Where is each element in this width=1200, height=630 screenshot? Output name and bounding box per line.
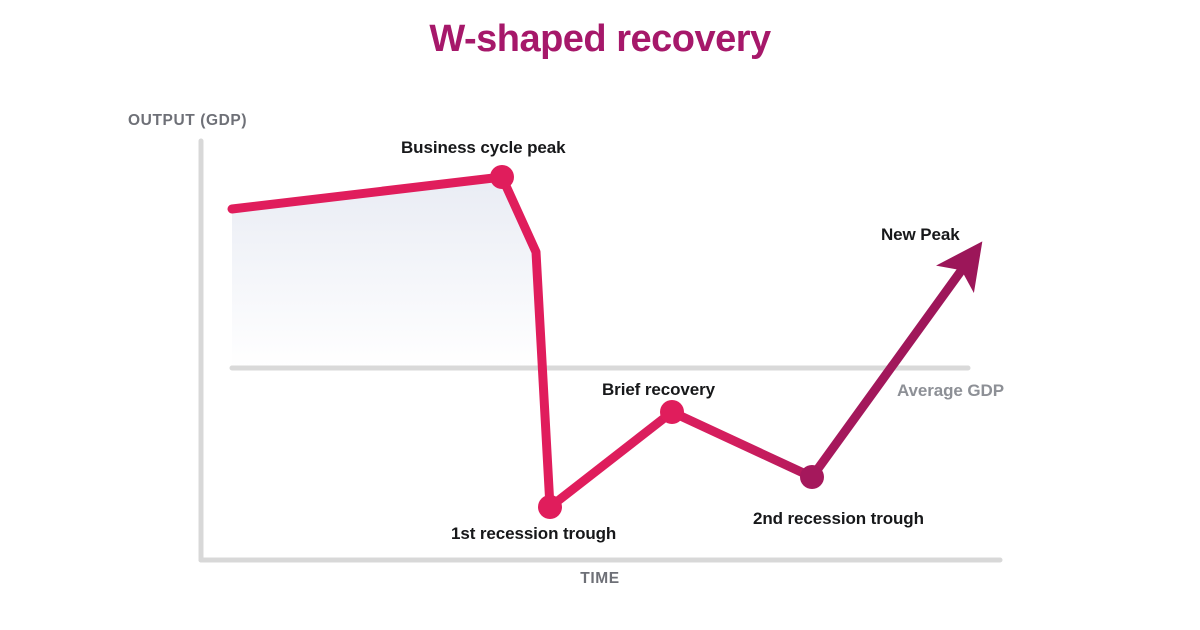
area-fill-gradient: [232, 177, 536, 368]
annotation-second-recession-trough: 2nd recession trough: [753, 509, 924, 528]
annotation-average-gdp: Average GDP: [897, 381, 1004, 400]
annotation-new-peak: New Peak: [881, 225, 960, 244]
data-point-business-cycle-peak[interactable]: [490, 165, 514, 189]
data-point-second-recession-trough[interactable]: [800, 465, 824, 489]
data-point-first-recession-trough[interactable]: [538, 495, 562, 519]
page-title: W-shaped recovery: [429, 18, 771, 60]
data-point-brief-recovery[interactable]: [660, 400, 684, 424]
annotation-first-recession-trough: 1st recession trough: [451, 524, 617, 543]
annotation-brief-recovery: Brief recovery: [602, 380, 715, 399]
x-axis-title: TIME: [580, 570, 620, 587]
y-axis-title: OUTPUT (GDP): [128, 112, 248, 129]
annotation-business-cycle-peak: Business cycle peak: [401, 138, 566, 157]
